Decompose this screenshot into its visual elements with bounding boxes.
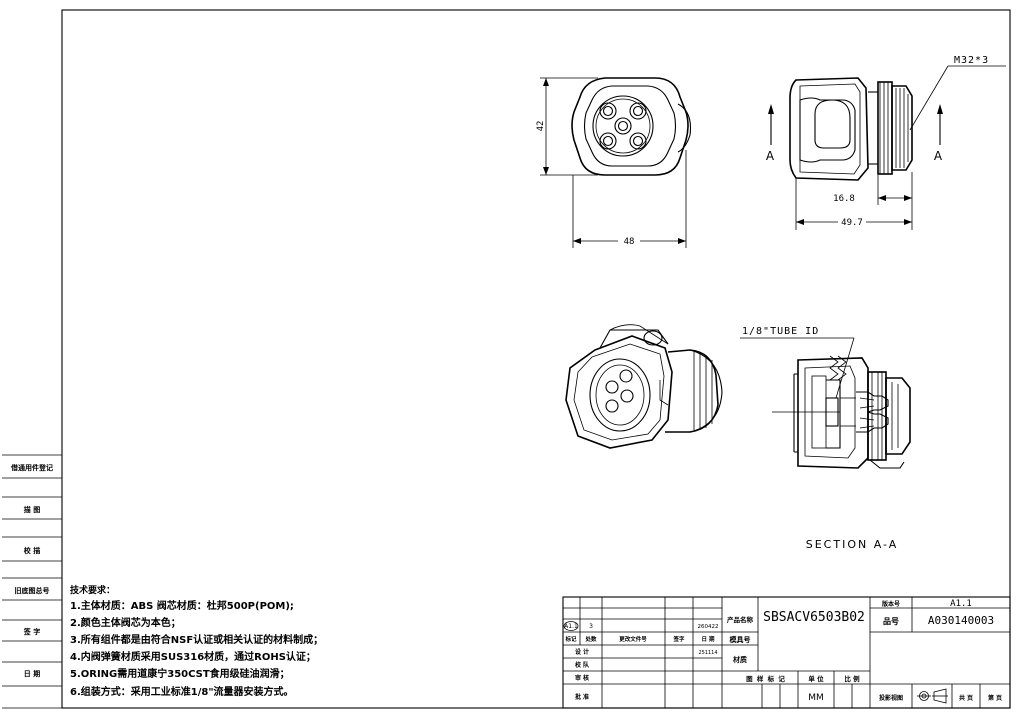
dim-42-text: 42: [536, 121, 546, 132]
total-pages-label: 共 页: [959, 694, 973, 702]
margin-label-old-base-no: 旧底图总号: [15, 586, 50, 595]
label-review: 审 核: [575, 674, 589, 682]
col-doc: 更改文件号: [619, 635, 647, 643]
section-view: [772, 355, 911, 469]
tech-req-line-1: 1.主体材质：ABS 阀芯材质：杜邦500P(POM);: [70, 599, 294, 612]
product-name-label: 产品名称: [727, 615, 754, 624]
label-check: 校 队: [575, 661, 590, 669]
dimension-49-7: 49.7: [795, 178, 912, 230]
projection-label: 投影视图: [879, 694, 903, 702]
tech-req-line-4: 4.内阀弹簧材质采用SUS316材质，通过ROHS认证；: [70, 650, 316, 663]
scale-label: 比 例: [844, 674, 860, 683]
tech-req-line-2: 2.颜色主体阀芯为本色；: [70, 616, 181, 629]
section-letter-left: A: [766, 149, 775, 163]
rev-qty: 3: [589, 623, 593, 630]
technical-requirements: 技术要求： 1.主体材质：ABS 阀芯材质：杜邦500P(POM); 2.颜色主…: [70, 584, 323, 698]
rev-date: 260422: [698, 624, 719, 630]
dim-48-text: 48: [624, 237, 635, 247]
tech-req-line-5: 5.ORING需用道康宁350CST食用级硅油润滑；: [70, 667, 290, 680]
rev-mark: A1.1: [564, 623, 578, 630]
unit-label: 单 位: [808, 674, 824, 683]
dim-49-7-text: 49.7: [841, 218, 863, 228]
tech-req-line-6: 6.组装方式：采用工业标准1/8"流量器安装方式。: [70, 685, 294, 698]
margin-label-tracing: 描 图: [24, 505, 40, 514]
section-marker-left: A: [766, 104, 775, 163]
version-value: A1.1: [950, 599, 972, 609]
sheet-border: [61, 9, 1011, 709]
projection-symbol-icon: [917, 688, 948, 704]
tech-req-line-3: 3.所有组件都是由符合NSF认证或相关认证的材料制成；: [70, 633, 323, 646]
isometric-view: [565, 324, 723, 449]
part-no-label: 品号: [883, 617, 899, 626]
left-margin-table: 借通用件登记 描 图 校 描 旧底图总号 签 字 日 期: [2, 454, 62, 709]
dimension-16-8: 16.8: [830, 172, 913, 230]
tube-id-callout: 1/8"TUBE ID: [740, 326, 855, 399]
col-qty: 处数: [584, 635, 597, 643]
label-design: 设 计: [575, 648, 589, 656]
product-name: SBSACV6503B02: [763, 610, 865, 625]
section-marker-right: A: [934, 104, 943, 163]
col-sign: 签字: [672, 635, 685, 643]
title-block: A1.1 3 260422 标记 处数 更改文件号 签字 日 期 设 计 251…: [562, 596, 1011, 709]
mold-no-label: 模具号: [730, 635, 751, 644]
part-no-value: A030140003: [928, 614, 994, 627]
margin-label-general-parts: 借通用件登记: [10, 463, 53, 472]
sign-date: 251114: [698, 650, 717, 656]
side-view: [789, 77, 913, 181]
front-view: [571, 77, 692, 176]
thread-callout: M32*3: [909, 55, 1006, 131]
dimension-42: 42: [536, 77, 598, 176]
label-approve: 批 准: [575, 693, 589, 701]
margin-label-date: 日 期: [24, 669, 40, 678]
page-label: 第 页: [987, 694, 1002, 702]
thread-spec: M32*3: [954, 55, 989, 66]
material-label: 材质: [732, 655, 747, 664]
section-letter-right: A: [934, 149, 943, 163]
dimension-48: 48: [572, 150, 687, 248]
section-title: SECTION A-A: [806, 538, 899, 551]
col-mark: 标记: [564, 635, 577, 643]
col-date: 日 期: [702, 635, 715, 643]
tech-req-heading: 技术要求：: [70, 584, 115, 596]
drawing-mark-label: 图 样 标 记: [746, 674, 786, 683]
margin-label-signature: 签 字: [23, 627, 40, 636]
dim-16-8-text: 16.8: [833, 194, 855, 204]
version-label: 版本号: [881, 600, 900, 608]
margin-label-check-tracing: 校 描: [24, 546, 40, 555]
tube-id-label: 1/8"TUBE ID: [742, 326, 819, 337]
unit-value: MM: [808, 693, 824, 703]
